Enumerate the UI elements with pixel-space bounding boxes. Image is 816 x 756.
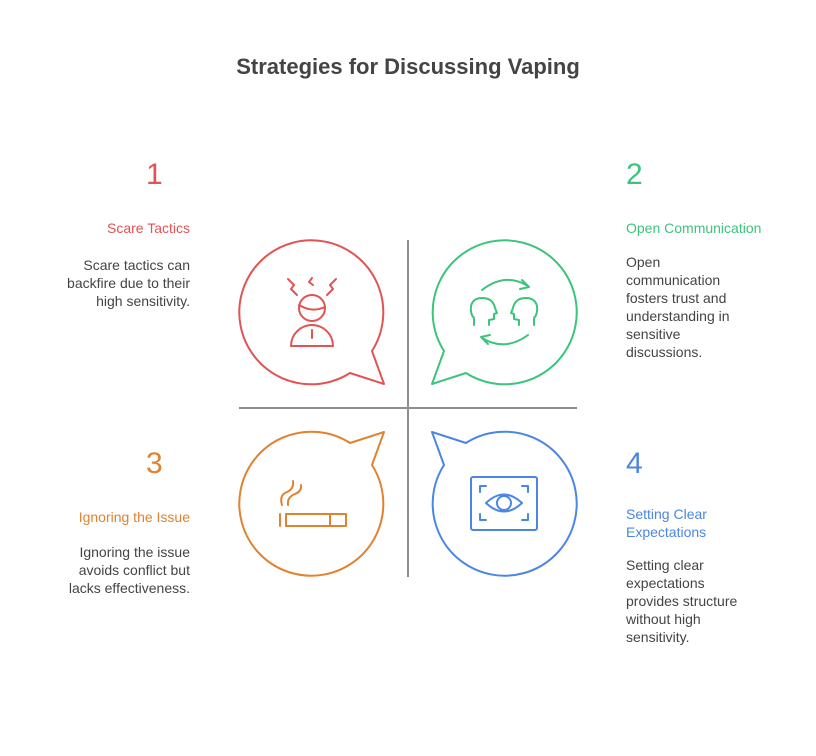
conversation-exchange-icon xyxy=(469,279,539,346)
speech-bubble-2 xyxy=(431,239,578,386)
item-2-description: Open communication fosters trust and und… xyxy=(626,254,730,360)
item-4-number: 4 xyxy=(626,447,643,480)
cigarette-icon xyxy=(279,480,347,527)
item-2-number: 2 xyxy=(626,158,643,191)
speech-bubble-3 xyxy=(238,430,385,577)
page-title: Strategies for Discussing Vaping xyxy=(236,54,580,79)
item-1-heading: Scare Tactics xyxy=(107,220,190,236)
item-4-description: Setting clear expectations provides stru… xyxy=(626,557,738,645)
speech-bubble-4 xyxy=(431,430,578,577)
item-3-description: Ignoring the issue avoids conflict but l… xyxy=(68,544,190,596)
item-1-number: 1 xyxy=(146,158,163,191)
item-2-heading: Open Communication xyxy=(626,220,762,236)
item-3-number: 3 xyxy=(146,447,163,480)
item-3-heading: Ignoring the Issue xyxy=(78,509,190,525)
item-4-heading: Setting Clear Expectations xyxy=(626,506,707,540)
item-1-description: Scare tactics can backfire due to their … xyxy=(67,257,190,309)
stressed-person-icon xyxy=(287,277,337,347)
speech-bubble-1 xyxy=(238,239,385,386)
eye-focus-icon xyxy=(470,476,538,531)
